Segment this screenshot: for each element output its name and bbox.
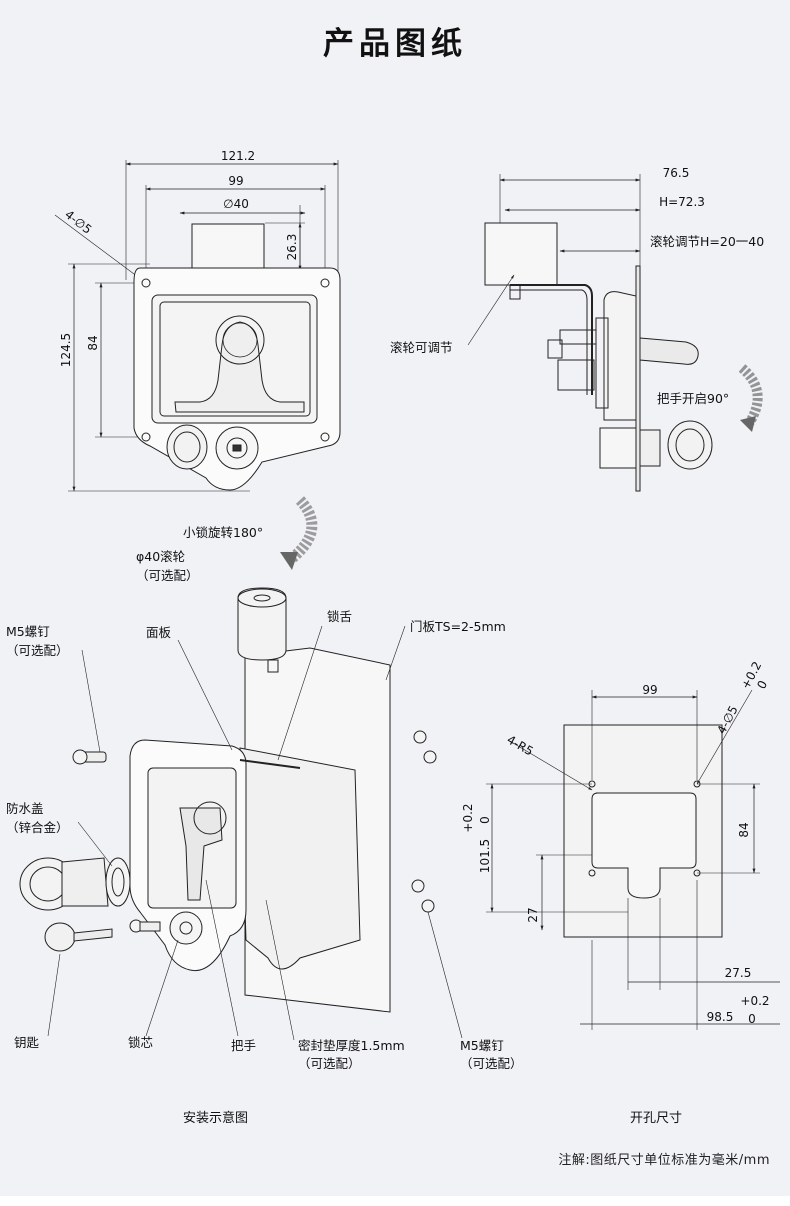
cut-dim-holes: 4-∅5 xyxy=(714,703,740,736)
label-waterproof-cover: 防水盖 xyxy=(6,801,44,816)
label-door-plate: 门板TS=2-5mm xyxy=(410,619,506,634)
install-labels: φ40滚轮 （可选配） 锁舌 门板TS=2-5mm 面板 M5螺钉 （可选配） … xyxy=(6,549,523,1071)
dim-roller-dia: ∅40 xyxy=(223,197,249,211)
rotate-180-arrow xyxy=(286,496,318,565)
label-handle: 把手 xyxy=(231,1038,256,1053)
label-screw-right: M5螺钉 xyxy=(460,1038,504,1053)
cut-dim-radius: 4-R5 xyxy=(505,732,536,758)
unit-note: 注解:图纸尺寸单位标准为毫米/mm xyxy=(558,1153,770,1168)
label-cover-material: （锌合金） xyxy=(6,820,69,835)
label-screw-left-optional: （可选配） xyxy=(6,643,69,658)
dim-overall-width: 121.2 xyxy=(221,149,255,163)
dim-hole-width: 99 xyxy=(228,174,243,188)
label-latch: 锁舌 xyxy=(327,609,352,624)
cut-dim-width-total: 98.5 xyxy=(707,1010,734,1024)
cut-dim-holes-tol-zero: 0 xyxy=(754,678,770,691)
label-roller-optional: （可选配） xyxy=(136,568,199,583)
label-screw-right-optional: （可选配） xyxy=(460,1056,523,1071)
label-roller-adjust-range: 滚轮调节H=20一40 xyxy=(650,234,764,249)
dim-h-value: H=72.3 xyxy=(659,195,705,209)
front-view xyxy=(54,160,341,492)
dim-depth: 76.5 xyxy=(663,166,690,180)
label-gasket-optional: （可选配） xyxy=(298,1056,361,1071)
label-key: 钥匙 xyxy=(14,1035,40,1050)
cut-dim-tol-zero-bottom: 0 xyxy=(748,1012,756,1026)
install-view xyxy=(19,587,463,1041)
cut-dim-tol-zero-left: 0 xyxy=(478,816,492,824)
install-caption: 安装示意图 xyxy=(183,1111,249,1126)
label-screw-left: M5螺钉 xyxy=(6,624,50,639)
dim-hole-height: 84 xyxy=(86,335,100,350)
cut-dim-height: 84 xyxy=(737,822,751,837)
cut-dim-notch-depth: 27 xyxy=(526,907,540,922)
bottom-strip xyxy=(0,1196,790,1206)
cut-dim-height-total: 101.5 xyxy=(478,839,492,873)
label-handle-open: 把手开启90° xyxy=(657,391,729,406)
dim-roller-height: 26.3 xyxy=(285,234,299,261)
label-roller-adjustable: 滚轮可调节 xyxy=(390,340,453,355)
dim-overall-height: 124.5 xyxy=(59,333,73,367)
cut-dim-notch-width: 27.5 xyxy=(725,966,752,980)
cut-dim-tol-plus-bottom: +0.2 xyxy=(740,994,769,1008)
cut-dim-width: 99 xyxy=(642,683,657,697)
cutout-view xyxy=(486,689,780,1030)
cut-dim-tol-plus-left: +0.2 xyxy=(461,803,475,832)
label-lock-core: 锁芯 xyxy=(128,1035,153,1050)
page-title: 产品图纸 xyxy=(323,26,467,62)
cutout-caption: 开孔尺寸 xyxy=(630,1111,683,1126)
label-rotate-180: 小锁旋转180° xyxy=(183,525,263,540)
side-view-labels: 76.5 H=72.3 滚轮调节H=20一40 滚轮可调节 把手开启90° xyxy=(390,166,764,406)
screw-left xyxy=(72,749,107,765)
label-panel: 面板 xyxy=(146,625,172,640)
side-view xyxy=(467,174,713,492)
label-gasket: 密封垫厚度1.5mm xyxy=(298,1038,405,1053)
label-roller: φ40滚轮 xyxy=(136,549,185,564)
